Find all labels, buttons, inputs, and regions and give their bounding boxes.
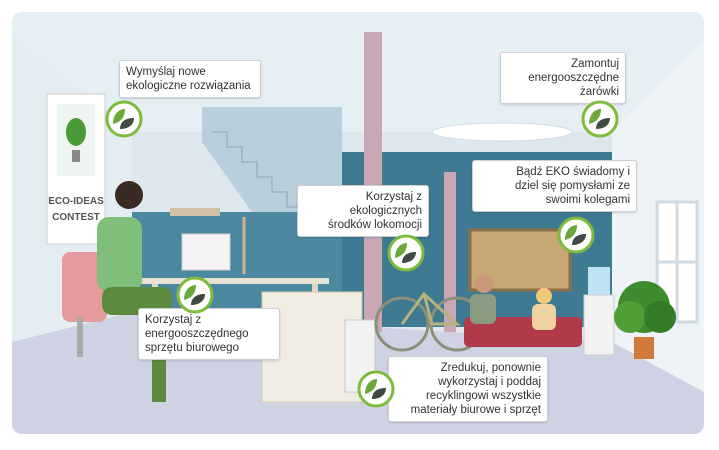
tip-transport-badge[interactable] <box>387 234 425 272</box>
tip-bulbs: Zamontuj energooszczędne żarówki <box>500 52 626 104</box>
tip-recycle: Zredukuj, ponownie wykorzystaj i poddaj … <box>388 356 548 422</box>
leaf-badge-icon <box>105 100 143 138</box>
tip-aware: Bądź EKO świadomy i dziel się pomysłami … <box>472 160 637 212</box>
tip-equipment: Korzystaj z energooszczędnego sprzętu bi… <box>138 308 280 360</box>
eco-office-illustration: ECO-IDEAS CONTEST <box>12 12 704 434</box>
tip-bulbs-line: energooszczędne <box>528 72 619 84</box>
tip-ideas: Wymyślaj nowe ekologiczne rozwiązania <box>119 60 261 98</box>
tip-aware-line: dziel się pomysłami ze <box>514 180 630 192</box>
tip-equipment-line: energooszczędnego <box>145 328 249 340</box>
poster-line1: ECO-IDEAS <box>48 196 104 207</box>
tip-equipment-line: sprzętu biurowego <box>145 342 239 354</box>
leaf-badge-icon <box>581 100 619 138</box>
tip-equipment-line: Korzystaj z <box>145 314 202 326</box>
tip-aware-line: swoimi kolegami <box>545 194 630 206</box>
tip-bulbs-line: Zamontuj <box>571 58 619 70</box>
poster-line2: CONTEST <box>52 212 100 223</box>
tip-ideas-line: ekologiczne rozwiązania <box>126 80 251 92</box>
tip-equipment-badge[interactable] <box>176 276 214 314</box>
tip-aware-badge[interactable] <box>557 216 595 254</box>
tip-transport-line: środków lokomocji <box>328 219 422 231</box>
tip-recycle-line: wykorzystaj i poddaj <box>438 376 541 388</box>
leaf-badge-icon <box>387 234 425 272</box>
tip-recycle-badge[interactable] <box>357 370 395 408</box>
leaf-badge-icon <box>357 370 395 408</box>
leaf-badge-icon <box>176 276 214 314</box>
tip-aware-line: Bądź EKO świadomy i <box>516 166 630 178</box>
tip-ideas-badge[interactable] <box>105 100 143 138</box>
tip-bulbs-line: żarówki <box>580 86 619 98</box>
tip-recycle-line: recyklingowi wszystkie <box>425 390 541 402</box>
tip-ideas-line: Wymyślaj nowe <box>126 66 206 78</box>
tip-bulbs-badge[interactable] <box>581 100 619 138</box>
tip-transport-line: ekologicznych <box>349 205 422 217</box>
tip-transport-line: Korzystaj z <box>365 191 422 203</box>
tip-recycle-line: Zredukuj, ponownie <box>440 362 541 374</box>
leaf-badge-icon <box>557 216 595 254</box>
tip-transport: Korzystaj z ekologicznych środków lokomo… <box>297 185 429 237</box>
tip-recycle-line: materiały biurowe i sprzęt <box>410 404 541 416</box>
